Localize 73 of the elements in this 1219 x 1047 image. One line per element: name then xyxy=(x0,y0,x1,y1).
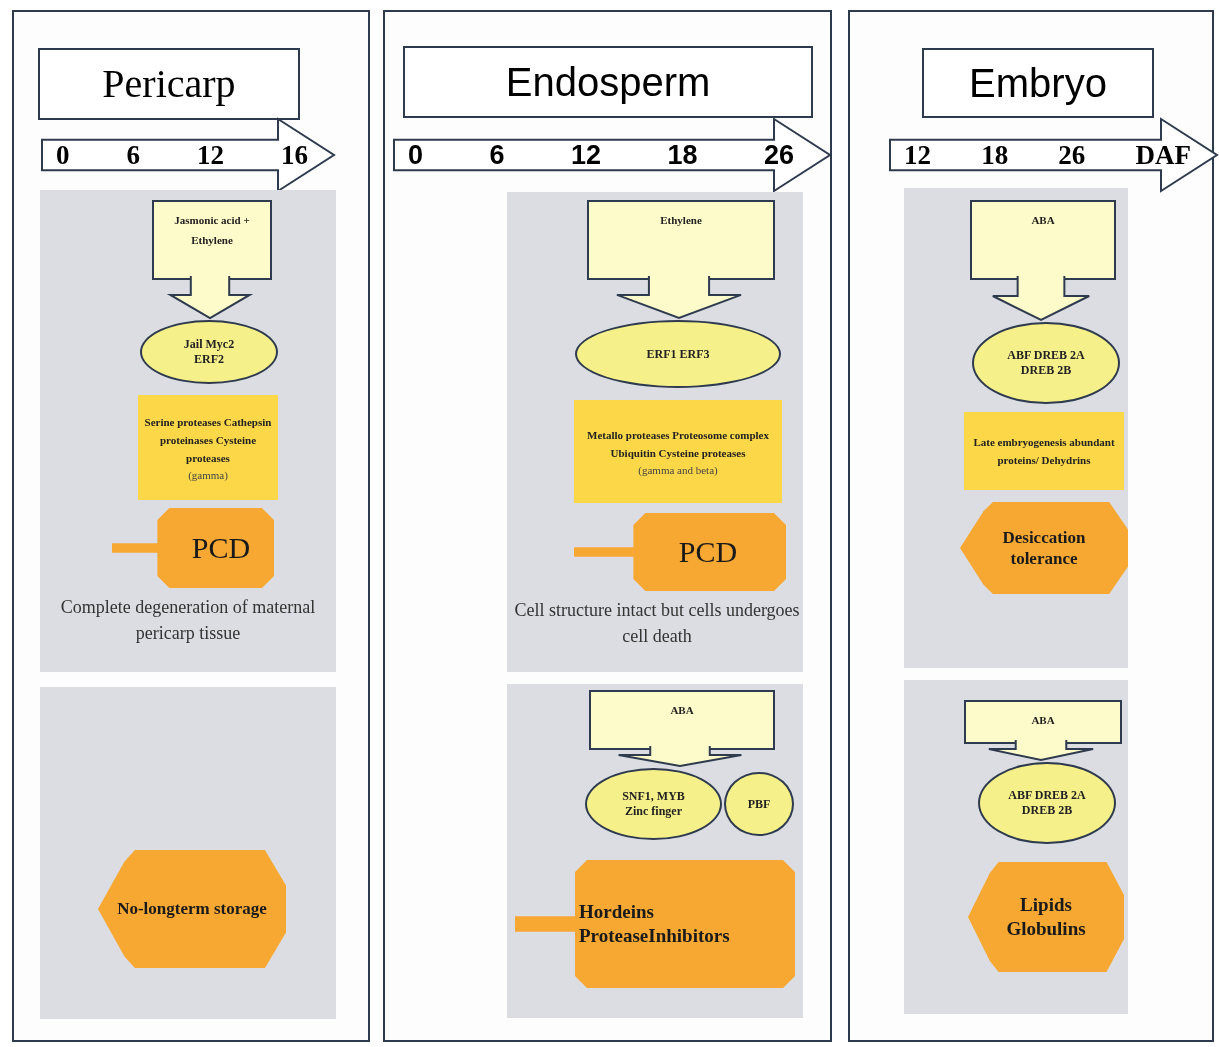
protein-list-box xyxy=(138,395,278,500)
day-number: 18 xyxy=(667,141,698,169)
outcome-shape xyxy=(515,860,795,988)
day-number: 0 xyxy=(56,141,70,169)
protein-list-text: Serine proteases Cathepsin proteinases Cysteine proteases xyxy=(143,414,273,466)
day-number: 12 xyxy=(570,141,601,169)
protein-list-text: Metallo proteases Proteosome complex Ubiquitin Cysteine proteases xyxy=(586,427,770,461)
block-arrow xyxy=(987,739,1095,762)
signal-box xyxy=(964,700,1122,744)
signal-label: Jasmonic acid + Ethylene xyxy=(173,213,251,248)
signal-label: ABA xyxy=(1031,713,1055,728)
pathway-band xyxy=(507,684,803,1018)
outcome-label: PCD xyxy=(191,530,251,567)
pathway-band xyxy=(904,680,1128,1014)
block-arrow xyxy=(615,275,743,320)
pathway-band xyxy=(904,188,1128,668)
day-number: 16 xyxy=(281,141,308,169)
day-number: 6 xyxy=(489,141,505,169)
protein-list-text: (gamma) xyxy=(188,467,228,483)
outcome-label: Lipids Globulins xyxy=(1005,893,1087,941)
timeline-scale xyxy=(888,117,1219,193)
protein-list-text: (gamma and beta) xyxy=(638,462,718,478)
tissue-title-box xyxy=(922,48,1154,118)
protein-list-box xyxy=(964,412,1124,490)
pathway-band xyxy=(40,687,336,1019)
tissue-title: Embryo xyxy=(969,63,1107,103)
factor-label: ABF DREB 2A DREB 2B xyxy=(1008,788,1086,818)
outcome-label: Hordeins ProteaseInhibitors xyxy=(579,900,731,948)
outcome-shape xyxy=(98,850,286,968)
tissue-title-box xyxy=(403,46,813,118)
block-arrow xyxy=(617,745,743,767)
protein-list-box xyxy=(574,400,782,503)
outcome-shape xyxy=(574,513,786,591)
signal-box xyxy=(589,690,775,750)
outcome-label: No-longterm storage xyxy=(117,898,267,920)
day-number: DAF xyxy=(1135,141,1191,169)
day-number: 6 xyxy=(126,141,140,169)
signal-box xyxy=(587,200,775,280)
factor-label: Jail Myc2 ERF2 xyxy=(182,337,236,367)
outcome-label: PCD xyxy=(678,534,738,571)
block-arrow xyxy=(991,275,1091,322)
description-text: Complete degeneration of maternal pericarp tissue xyxy=(59,596,317,645)
day-number: 12 xyxy=(904,141,931,169)
tissue-panel xyxy=(12,10,370,1042)
description-text: Cell structure intact but cells undergoes cell death xyxy=(513,599,801,648)
signal-label: Ethylene xyxy=(660,213,702,228)
pathway-band xyxy=(507,192,803,672)
factor-label: SNF1, MYB Zinc finger xyxy=(621,789,686,819)
timeline-scale xyxy=(40,117,336,193)
day-number: 26 xyxy=(1058,141,1086,169)
day-number: 0 xyxy=(408,141,424,169)
tissue-panel xyxy=(383,10,832,1042)
protein-list-text: Late embryogenesis abundant proteins/ Dehydrins xyxy=(972,435,1116,468)
outcome-label: Desiccation tolerance xyxy=(1001,526,1087,570)
signal-label: ABA xyxy=(1031,213,1055,228)
factor-label: ABF DREB 2A DREB 2B xyxy=(1006,348,1086,378)
outcome-shape xyxy=(968,862,1124,972)
pathway-band xyxy=(40,190,336,672)
block-arrow xyxy=(166,275,254,320)
factor-label: PBF xyxy=(747,796,771,812)
factor-label: ERF1 ERF3 xyxy=(646,346,710,362)
outcome-shape xyxy=(960,502,1128,594)
tissue-title-box xyxy=(38,48,300,120)
signal-box xyxy=(152,200,272,280)
timeline-scale xyxy=(392,117,832,193)
tissue-title: Endosperm xyxy=(505,62,711,102)
tissue-title: Pericarp xyxy=(102,64,236,104)
day-number: 26 xyxy=(763,141,794,169)
day-number: 18 xyxy=(981,141,1009,169)
signal-label: ABA xyxy=(670,703,694,718)
day-number: 12 xyxy=(197,141,224,169)
signal-box xyxy=(970,200,1116,280)
outcome-shape xyxy=(112,508,274,588)
